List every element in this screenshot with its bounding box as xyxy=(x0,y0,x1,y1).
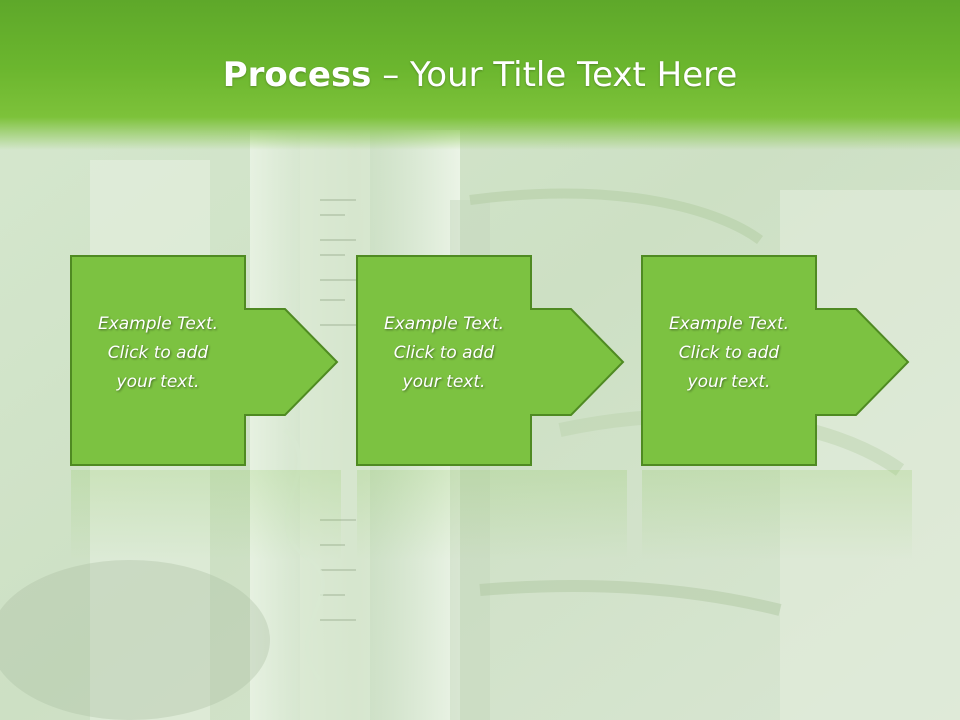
title-bold: Process xyxy=(222,55,372,95)
step-2-text: Example Text. Click to add your text. xyxy=(383,314,505,392)
slide-title[interactable]: Process – Your Title Text Here xyxy=(0,52,960,98)
step-1-reflection xyxy=(71,470,341,560)
step-3-reflection xyxy=(642,470,912,560)
arrow-right-icon xyxy=(70,255,339,466)
process-step-1[interactable]: Example Text. Click to add your text. xyxy=(70,255,341,471)
process-step-2[interactable]: Example Text. Click to add your text. xyxy=(356,255,627,471)
arrow-right-icon xyxy=(356,255,625,466)
title-rest: – Your Title Text Here xyxy=(371,55,738,95)
arrow-right-icon xyxy=(641,255,910,466)
step-1-text: Example Text. Click to add your text. xyxy=(97,314,219,392)
title-bar xyxy=(0,0,960,150)
process-step-3[interactable]: Example Text. Click to add your text. xyxy=(641,255,912,471)
step-3-text: Example Text. Click to add your text. xyxy=(668,314,790,392)
step-2-reflection xyxy=(357,470,627,560)
